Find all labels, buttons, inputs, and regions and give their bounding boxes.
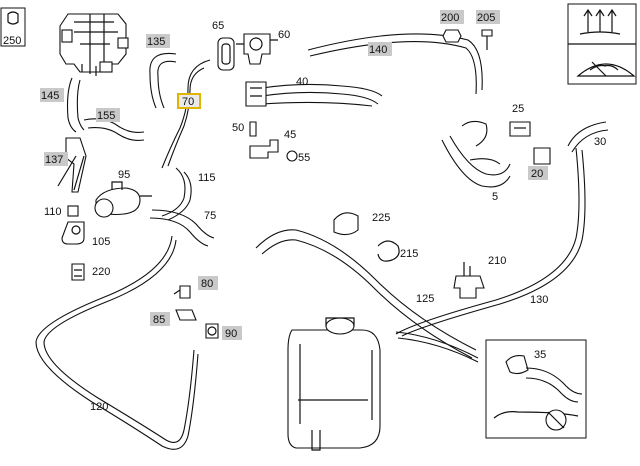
hose-120[interactable]: 120 xyxy=(35,235,199,450)
hose-30[interactable]: 30 xyxy=(567,121,609,153)
label-225: 225 xyxy=(372,212,390,224)
bracket-137[interactable]: 137 xyxy=(44,137,87,193)
label-155: 155 xyxy=(97,110,115,122)
pipe-assembly-40[interactable]: 40 xyxy=(245,76,383,107)
label-105: 105 xyxy=(92,236,110,248)
label-30: 30 xyxy=(594,136,606,148)
connector-90[interactable]: 90 xyxy=(205,323,242,340)
label-145: 145 xyxy=(41,90,59,102)
label-140: 140 xyxy=(369,44,387,56)
clip-85[interactable]: 85 xyxy=(150,309,197,326)
label-115: 115 xyxy=(198,172,216,184)
label-200: 200 xyxy=(441,12,459,24)
label-120: 120 xyxy=(90,401,108,413)
label-20: 20 xyxy=(531,168,543,180)
label-125: 125 xyxy=(416,293,434,305)
clip-210[interactable]: 210 xyxy=(453,255,506,299)
hose-145[interactable]: 145 xyxy=(40,77,85,133)
label-215: 215 xyxy=(400,248,418,260)
label-205: 205 xyxy=(477,12,495,24)
screw-205[interactable]: 205 xyxy=(476,10,500,50)
label-75: 75 xyxy=(204,210,216,222)
part-110[interactable]: 110 xyxy=(44,205,79,218)
sensor-50[interactable]: 50 xyxy=(232,121,257,137)
detail-box-35[interactable]: 35 xyxy=(485,339,587,439)
nut-200[interactable]: 200 xyxy=(440,10,464,43)
icon-panel xyxy=(567,3,637,85)
clamp-215[interactable]: 215 xyxy=(377,240,418,262)
label-35: 35 xyxy=(534,349,546,361)
label-137: 137 xyxy=(45,154,63,166)
label-25: 25 xyxy=(512,103,524,115)
label-110: 110 xyxy=(44,206,62,218)
gasket-65[interactable]: 65 xyxy=(212,20,235,71)
label-70: 70 xyxy=(182,96,194,108)
heater-valve-assembly[interactable] xyxy=(59,13,129,76)
label-45: 45 xyxy=(284,129,296,141)
label-135: 135 xyxy=(147,36,165,48)
label-80: 80 xyxy=(201,278,213,290)
hose-140[interactable]: 140 xyxy=(307,33,483,95)
flange-25[interactable]: 25 xyxy=(509,103,531,137)
hose-115[interactable]: 115 xyxy=(161,167,216,221)
hose-125[interactable]: 125 xyxy=(255,229,479,363)
expansion-tank[interactable] xyxy=(287,317,381,451)
defrost-icon xyxy=(579,8,621,35)
hose-5[interactable]: 5 xyxy=(441,120,511,203)
clamp-225[interactable]: 225 xyxy=(333,212,390,236)
valve-60[interactable]: 60 xyxy=(236,29,290,65)
part-105[interactable]: 105 xyxy=(61,221,110,248)
hose-75[interactable]: 75 xyxy=(149,209,216,247)
pump-95[interactable]: 95 xyxy=(94,169,152,218)
label-40: 40 xyxy=(296,76,308,88)
label-210: 210 xyxy=(488,255,506,267)
hose-70[interactable]: 70 xyxy=(161,59,211,169)
label-130: 130 xyxy=(530,294,548,306)
windshield-wiper-icon xyxy=(576,61,636,77)
label-5: 5 xyxy=(492,191,498,203)
part-250[interactable]: 250 xyxy=(0,7,26,47)
bracket-80[interactable]: 80 xyxy=(173,276,218,299)
sensor-20[interactable]: 20 xyxy=(528,147,551,180)
hose-135[interactable]: 135 xyxy=(146,34,177,109)
part-220[interactable]: 220 xyxy=(71,263,110,281)
label-250: 250 xyxy=(3,35,21,47)
nut-55[interactable]: 55 xyxy=(286,150,310,164)
label-55: 55 xyxy=(298,152,310,164)
label-85: 85 xyxy=(153,314,165,326)
label-220: 220 xyxy=(92,266,110,278)
hose-130[interactable]: 130 xyxy=(395,147,586,337)
label-65: 65 xyxy=(212,20,224,32)
hose-155[interactable]: 155 xyxy=(83,108,145,141)
label-95: 95 xyxy=(118,169,130,181)
label-60: 60 xyxy=(278,29,290,41)
bracket-45[interactable]: 45 xyxy=(249,129,296,159)
label-50: 50 xyxy=(232,122,244,134)
label-90: 90 xyxy=(225,328,237,340)
